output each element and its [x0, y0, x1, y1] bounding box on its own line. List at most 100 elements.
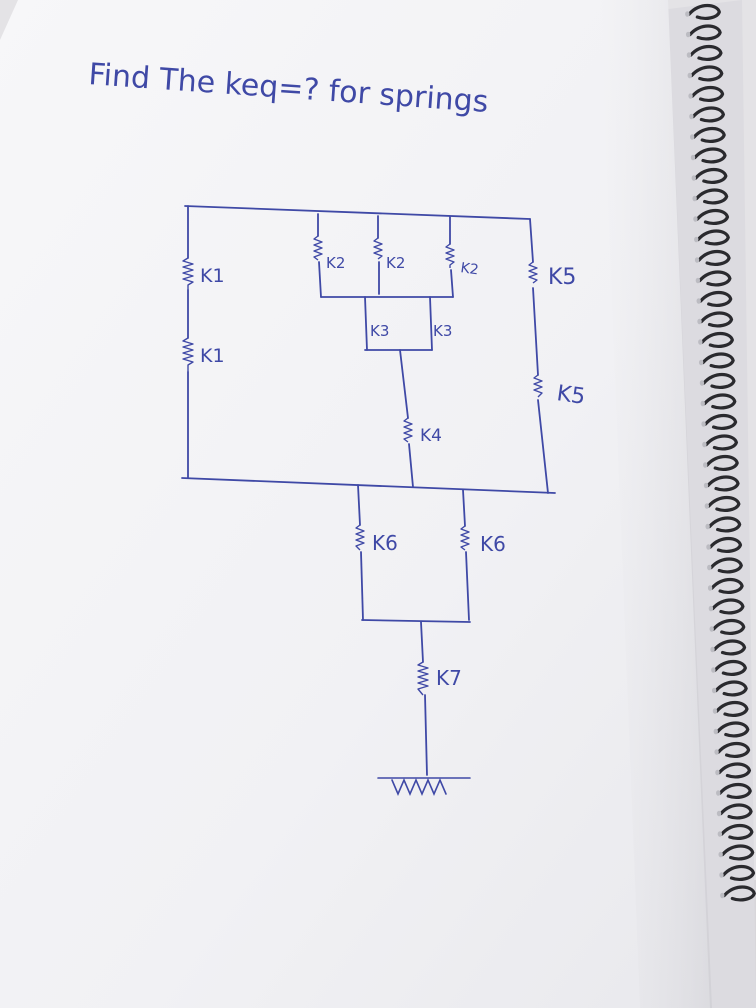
- label-k2-c: K2: [459, 260, 479, 278]
- spiral-loop: [695, 208, 730, 225]
- binding-hole: [685, 31, 691, 38]
- spiral-loop: [690, 65, 724, 82]
- spring-k6-b: [460, 525, 470, 551]
- label-k6-a: K6: [372, 531, 398, 555]
- label-k5-top: K5: [548, 265, 576, 290]
- label-k1-top: K1: [200, 265, 225, 287]
- spring-k2-a: [313, 235, 323, 261]
- spiral-loop: [716, 721, 750, 738]
- spiral-loop: [715, 700, 749, 717]
- spring-network-wires: [181, 205, 556, 776]
- spring-k1-top: [182, 257, 194, 290]
- binding-hole: [699, 380, 705, 386]
- spiral-loop: [690, 85, 725, 102]
- spiral-loop: [717, 762, 752, 779]
- binding-hole: [708, 605, 714, 612]
- binding-hole: [715, 769, 720, 776]
- binding-hole: [707, 585, 713, 591]
- binding-hole: [716, 810, 722, 817]
- spring-k2-b: [373, 237, 383, 260]
- binding-hole: [711, 687, 717, 694]
- binding-hole: [687, 72, 692, 79]
- binding-hole: [714, 749, 719, 755]
- binding-hole: [685, 11, 690, 17]
- paper-sheet: [0, 0, 710, 1008]
- spiral-loop: [721, 864, 756, 881]
- binding-hole: [705, 523, 710, 530]
- binding-hole: [689, 113, 694, 120]
- spiral-loop: [714, 680, 748, 697]
- binding-hole: [716, 790, 721, 796]
- spiral-loop: [708, 536, 743, 553]
- label-k2-b: K2: [386, 254, 405, 272]
- spring-symbols: [182, 235, 543, 696]
- binding-hole: [695, 277, 701, 284]
- spiral-loop: [722, 885, 756, 902]
- binding-hole: [701, 421, 706, 427]
- label-k3-a: K3: [370, 322, 389, 340]
- binding-hole: [688, 93, 693, 99]
- spiral-loop: [711, 598, 745, 615]
- spiral-loop: [707, 495, 741, 512]
- spiral-loop: [695, 188, 729, 205]
- spiral-loop: [693, 147, 727, 164]
- spiral-loop: [701, 352, 735, 369]
- spring-k4: [403, 417, 413, 443]
- binding-hole: [704, 503, 710, 509]
- spring-k2-c: [445, 243, 455, 268]
- spring-k5-bottom: [533, 374, 543, 398]
- binding-hole: [694, 257, 700, 263]
- binding-hole: [694, 236, 699, 243]
- spiral-loop: [694, 167, 728, 184]
- binding-hole: [720, 892, 725, 899]
- spiral-loop: [705, 454, 739, 471]
- spiral-loop: [721, 844, 755, 861]
- binding-hole: [691, 175, 697, 181]
- spiral-loop: [718, 782, 752, 799]
- spiral-loop: [692, 126, 726, 143]
- spiral-loop: [702, 372, 736, 389]
- spiral-loop: [708, 516, 742, 533]
- binding-hole: [706, 544, 711, 550]
- binding-hole: [718, 851, 723, 858]
- binding-hole: [693, 216, 698, 222]
- spiral-loop: [688, 24, 722, 41]
- binding-hole: [686, 52, 692, 58]
- binding-hole: [711, 667, 716, 673]
- binding-hole: [702, 441, 707, 448]
- spiral-loop: [713, 659, 748, 676]
- spiral-loop: [703, 413, 738, 430]
- spiral-loop: [709, 557, 743, 574]
- spring-k5-top: [528, 261, 538, 284]
- spiral-loop: [700, 331, 734, 348]
- binding-hole: [696, 298, 701, 304]
- spiral-loop: [699, 290, 733, 307]
- spring-labels: K1 K1 K2 K2 K2 K3 K3 K4 K5 K5 K6 K6 K7: [200, 254, 587, 690]
- binding-hole: [700, 400, 705, 407]
- binding-hole: [713, 728, 718, 735]
- binding-hole: [703, 462, 708, 468]
- spiral-loop: [697, 249, 731, 266]
- spiral-loop: [699, 311, 734, 328]
- spiral-loop: [720, 823, 754, 840]
- ground-symbol: [377, 777, 471, 797]
- spiral-loop: [706, 475, 740, 492]
- binding-hole: [697, 318, 702, 325]
- binding-hole: [707, 564, 712, 571]
- binding-hole: [698, 359, 704, 366]
- spiral-loop: [704, 434, 739, 451]
- binding-hole: [709, 626, 714, 632]
- spiral-loop: [696, 229, 730, 246]
- spring-k1-bottom: [182, 337, 194, 372]
- binding-hole: [719, 872, 724, 878]
- label-k2-a: K2: [326, 254, 345, 272]
- spiral-binding: [685, 3, 756, 902]
- binding-hole: [689, 134, 695, 140]
- label-k6-b: K6: [480, 532, 506, 556]
- spiral-loop: [710, 577, 744, 594]
- spring-k6-a: [355, 524, 365, 551]
- label-k4: K4: [420, 426, 442, 446]
- binding-hole: [690, 154, 696, 161]
- spiral-loop: [691, 106, 726, 123]
